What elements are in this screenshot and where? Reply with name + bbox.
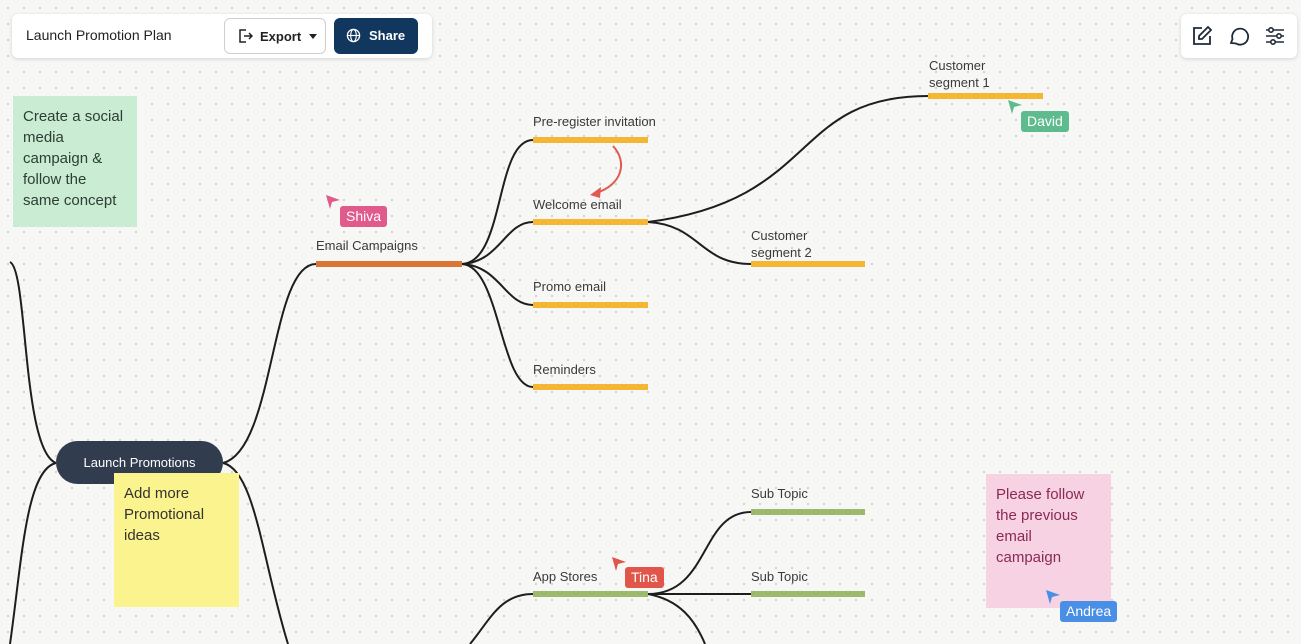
globe-icon <box>346 28 361 43</box>
node-customer-segment-2-bar[interactable] <box>751 261 865 267</box>
connection-arrow-head <box>590 187 601 198</box>
connection-arrow <box>595 145 623 194</box>
cursor-label-tina: Tina <box>625 567 664 588</box>
node-sub-topic-1-bar[interactable] <box>751 509 865 515</box>
settings-sliders-icon[interactable] <box>1263 24 1287 48</box>
node-pre-register-label[interactable]: Pre-register invitation <box>533 114 656 129</box>
export-label: Export <box>260 29 302 44</box>
cursor-label-david: David <box>1021 111 1069 132</box>
connector-lines <box>9 95 929 644</box>
export-icon <box>239 29 253 43</box>
node-welcome-email-bar[interactable] <box>533 219 648 225</box>
top-toolbar: Launch Promotion Plan Export Share <box>12 14 432 58</box>
cursor-arrow-icon <box>1046 590 1060 604</box>
node-reminders-label[interactable]: Reminders <box>533 362 596 377</box>
node-promo-email-bar[interactable] <box>533 302 648 308</box>
node-customer-segment-2-label[interactable]: Customer segment 2 <box>751 228 812 260</box>
node-customer-segment-1-bar[interactable] <box>928 93 1043 99</box>
node-email-campaigns-label[interactable]: Email Campaigns <box>316 238 418 253</box>
edit-icon[interactable] <box>1190 24 1214 48</box>
node-app-stores-bar[interactable] <box>533 591 648 597</box>
node-sub-topic-2-label[interactable]: Sub Topic <box>751 569 808 584</box>
cursor-label-shiva: Shiva <box>340 206 388 227</box>
share-button[interactable]: Share <box>334 18 418 54</box>
sticky-note-green[interactable]: Create a social media campaign & follow … <box>13 96 137 227</box>
cursor-label-andrea: Andrea <box>1060 601 1118 622</box>
node-app-stores-label[interactable]: App Stores <box>533 569 598 584</box>
node-pre-register-bar[interactable] <box>533 137 648 143</box>
node-welcome-email-label[interactable]: Welcome email <box>533 197 622 212</box>
node-sub-topic-2-bar[interactable] <box>751 591 865 597</box>
cursor-arrow-icon <box>326 195 340 209</box>
cursor-arrow-icon <box>1008 100 1022 114</box>
export-button[interactable]: Export <box>224 18 326 54</box>
node-sub-topic-1-label[interactable]: Sub Topic <box>751 486 808 501</box>
right-tools-panel <box>1181 14 1297 58</box>
cursor-arrow-icon <box>612 557 626 571</box>
node-email-campaigns-bar[interactable] <box>316 261 462 267</box>
document-title[interactable]: Launch Promotion Plan <box>26 27 172 43</box>
node-promo-email-label[interactable]: Promo email <box>533 279 606 294</box>
node-customer-segment-1-label[interactable]: Customer segment 1 <box>929 58 990 90</box>
share-label: Share <box>369 28 406 43</box>
comment-icon[interactable] <box>1227 24 1251 48</box>
node-reminders-bar[interactable] <box>533 384 648 390</box>
sticky-note-pink[interactable]: Please follow the previous email campaig… <box>986 474 1111 608</box>
sticky-note-yellow[interactable]: Add more Promotional ideas <box>114 473 239 607</box>
chevron-down-icon <box>309 34 317 39</box>
